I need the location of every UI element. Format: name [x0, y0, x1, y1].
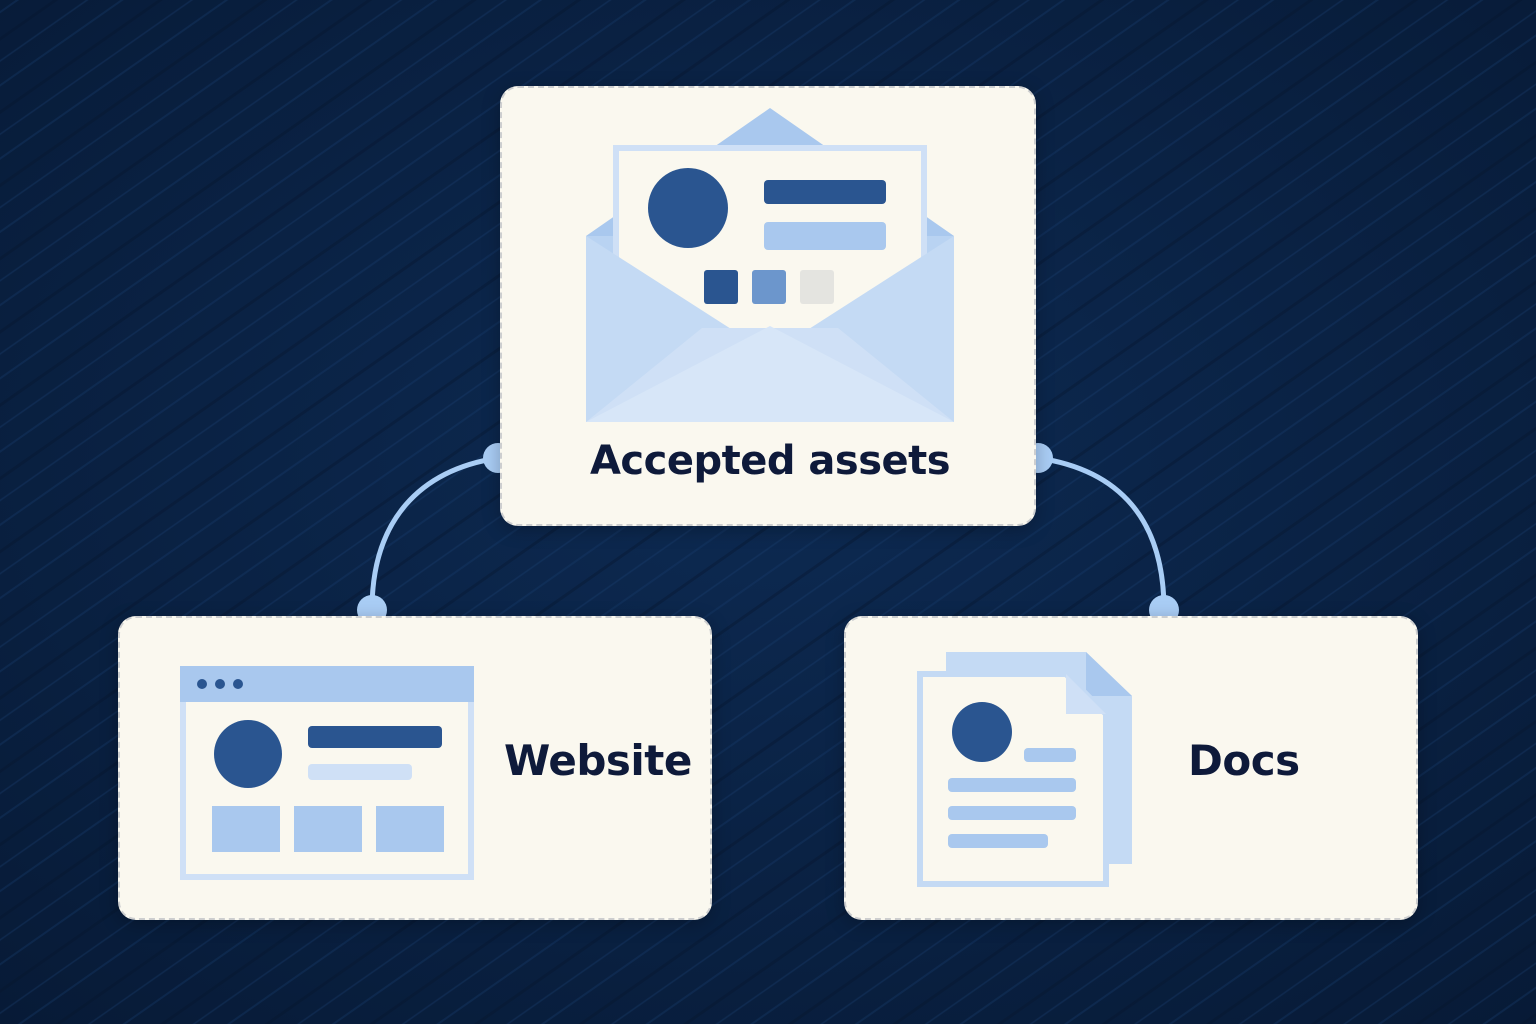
document-stack-icon	[917, 652, 1132, 887]
browser-window-icon	[180, 666, 474, 880]
node-label-website: Website	[504, 736, 692, 785]
node-label-docs: Docs	[1188, 736, 1300, 785]
open-envelope-with-card-icon	[586, 108, 954, 422]
node-website: Website	[118, 616, 712, 920]
node-docs: Docs	[844, 616, 1418, 920]
node-accepted-assets: Accepted assets	[500, 86, 1036, 526]
node-label-accepted-assets: Accepted assets	[589, 438, 951, 484]
